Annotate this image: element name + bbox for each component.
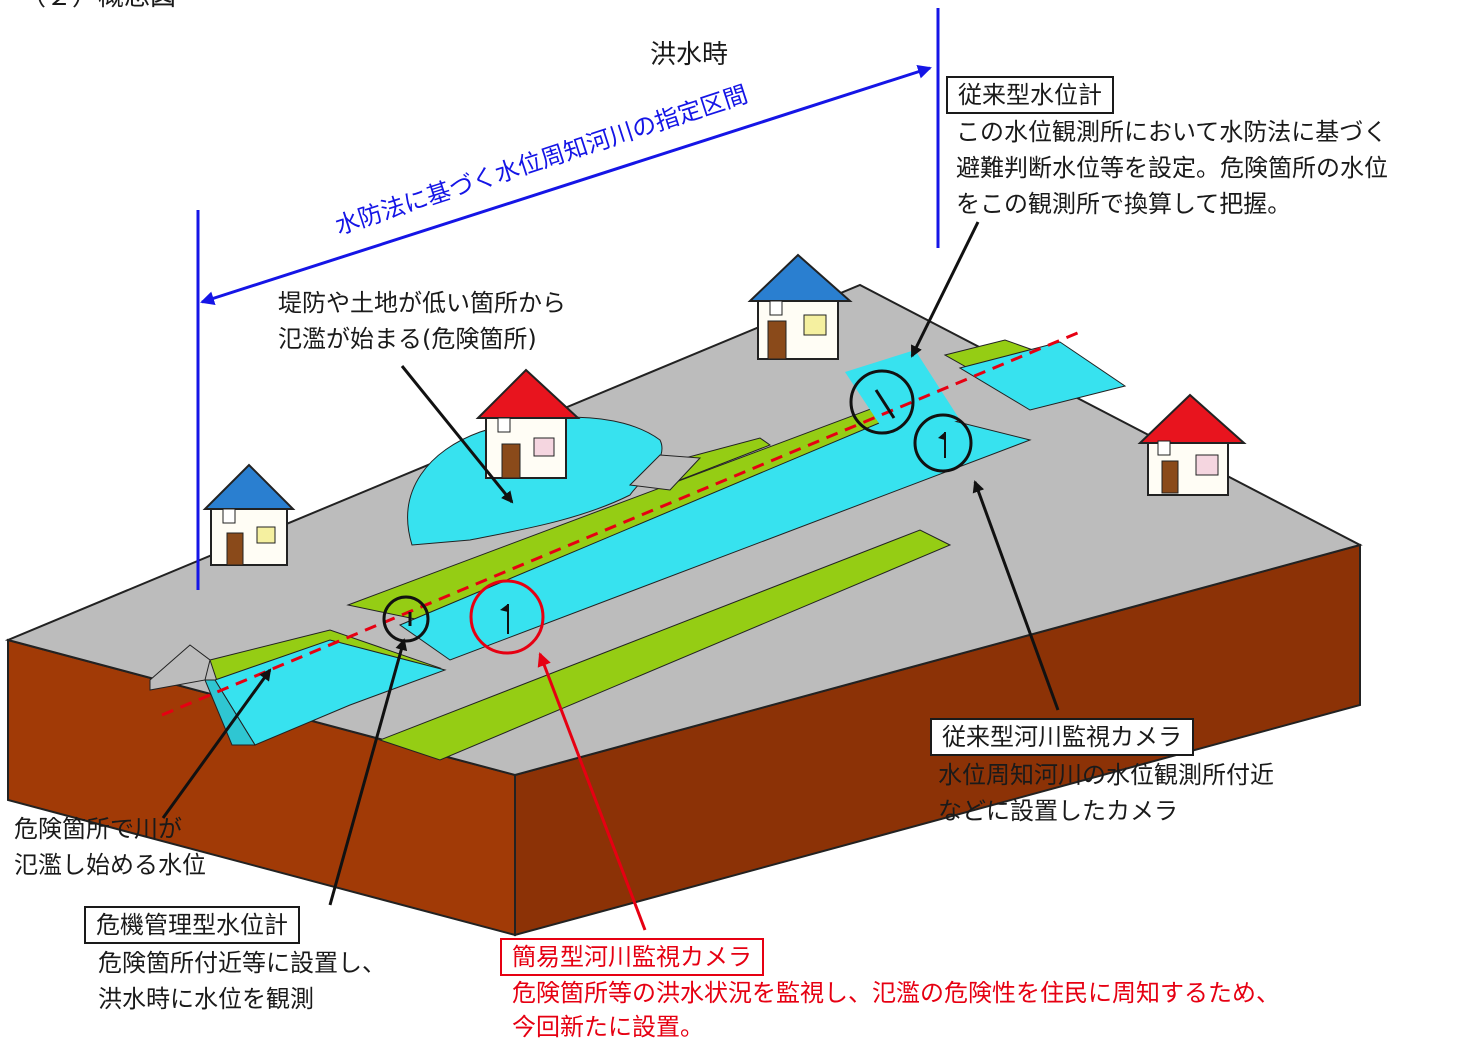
- simple-camera-line-2: 今回新たに設置。: [512, 1013, 704, 1041]
- conventional-camera-line-2: などに設置したカメラ: [938, 797, 1178, 825]
- flood-label: 洪水時: [650, 40, 729, 70]
- designated-section-arrow: [200, 65, 932, 305]
- conventional-camera-marker: [913, 413, 973, 473]
- conventional-gauge-line-2: 避難判断水位等を設定。危険箇所の水位: [956, 154, 1388, 182]
- crisis-gauge-line-1: 危険箇所付近等に設置し、: [98, 949, 386, 977]
- overflow-level-line-1: 危険箇所で川が: [14, 815, 182, 843]
- river-water: [204, 341, 1127, 746]
- conventional-gauge-line-1: この水位観測所において水防法に基づく: [956, 118, 1388, 146]
- device-markers: [382, 369, 973, 655]
- conventional-gauge-title: 従来型水位計: [946, 76, 1114, 114]
- conventional-gauge-marker: [849, 369, 915, 435]
- simple-camera-title: 簡易型河川監視カメラ: [500, 938, 764, 976]
- simple-camera-marker: [469, 579, 545, 655]
- conventional-camera-line-1: 水位周知河川の水位観測所付近: [938, 761, 1274, 789]
- house-center-red: [475, 368, 581, 479]
- bank-notches: [149, 454, 702, 691]
- conventional-gauge-line-3: をこの観測所で換算して把握。: [956, 190, 1292, 218]
- danger-point-line-1: 堤防や土地が低い箇所から: [278, 289, 566, 317]
- house-back-blue: [747, 253, 853, 360]
- danger-level-line: [161, 330, 1081, 717]
- conventional-camera-title: 従来型河川監視カメラ: [930, 718, 1194, 756]
- simple-camera-line-1: 危険箇所等の洪水状況を監視し、氾濫の危険性を住民に周知するため、: [512, 979, 1280, 1007]
- overflow-level-line-2: 氾濫し始める水位: [14, 851, 206, 879]
- flooded-area: [407, 416, 663, 546]
- crisis-gauge-title: 危機管理型水位計: [84, 906, 300, 944]
- diagram-header: （２）概念図: [20, 0, 176, 14]
- designated-section-markers: [196, 8, 940, 590]
- danger-point-line-2: 氾濫が始まる(危険箇所): [278, 325, 537, 353]
- house-right-red: [1137, 393, 1247, 496]
- house-left-blue: [202, 463, 296, 566]
- crisis-gauge-line-2: 洪水時に水位を観測: [98, 985, 314, 1013]
- pointer-arrows: [161, 221, 1060, 931]
